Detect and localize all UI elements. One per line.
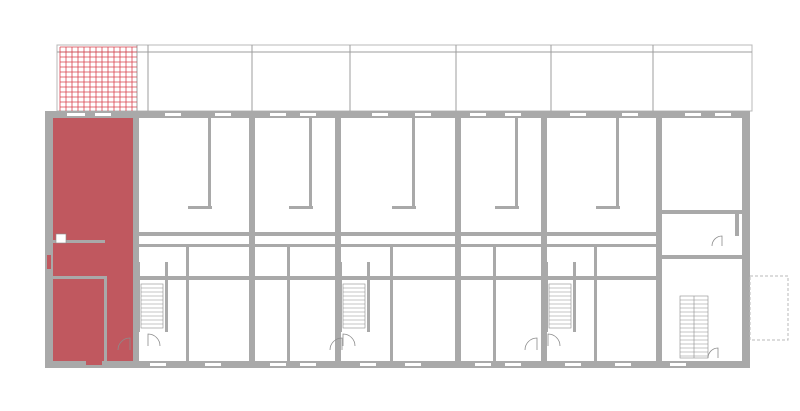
partition (390, 247, 393, 361)
partition (287, 247, 290, 361)
highlighted-balcony-grid (59, 46, 137, 111)
partition (594, 247, 597, 361)
window (505, 113, 521, 116)
window (205, 363, 221, 366)
window (95, 113, 111, 116)
partition (255, 232, 335, 236)
door-swings (117, 333, 561, 351)
partition (392, 206, 416, 209)
window (505, 363, 521, 366)
window (622, 113, 638, 116)
door-swing (117, 337, 131, 351)
window (300, 113, 316, 116)
stair-wall (137, 262, 140, 332)
door-swing (524, 337, 538, 351)
window (300, 363, 316, 366)
door-swing (547, 333, 561, 347)
partition (289, 206, 313, 209)
window (685, 113, 701, 116)
window (215, 113, 231, 116)
party-wall (541, 118, 547, 361)
stairwells (137, 262, 576, 332)
stair-flight (548, 283, 572, 329)
partition (495, 206, 519, 209)
door-swing (147, 333, 161, 347)
stair-flight (140, 283, 164, 329)
partition (547, 276, 656, 280)
partition (412, 118, 415, 208)
party-wall (335, 118, 341, 361)
stair-wall (545, 262, 548, 332)
window (150, 363, 166, 366)
window (475, 363, 491, 366)
partition (596, 206, 620, 209)
window (570, 113, 586, 116)
partition (139, 232, 249, 236)
partition (461, 232, 541, 236)
partition (515, 118, 518, 208)
window (405, 363, 421, 366)
window (565, 363, 581, 366)
partition (547, 244, 656, 247)
partition (188, 206, 212, 209)
partition (547, 232, 656, 236)
balcony-strip (56, 44, 753, 112)
stair-wall (573, 262, 576, 332)
partition (139, 276, 249, 280)
partition (493, 247, 496, 361)
partition (461, 244, 541, 247)
outer-walls (45, 111, 750, 368)
partition (461, 276, 541, 280)
stair-hall (656, 118, 742, 364)
partition (255, 244, 335, 247)
partition (139, 244, 249, 247)
window (67, 113, 85, 116)
window (415, 113, 431, 116)
window (270, 113, 286, 116)
window (670, 363, 686, 366)
partition (341, 232, 455, 236)
window (470, 113, 486, 116)
partition (186, 247, 189, 361)
partition (616, 118, 619, 208)
party-wall (249, 118, 255, 361)
door-swing (329, 337, 343, 351)
window (372, 113, 388, 116)
stair-wall (339, 262, 342, 332)
window (360, 363, 376, 366)
stair-wall (367, 262, 370, 332)
window (270, 363, 286, 366)
partition (341, 244, 455, 247)
highlighted-unit-details (47, 233, 107, 365)
annex-outline (749, 275, 789, 341)
door-swing (342, 333, 356, 347)
party-wall (455, 118, 461, 361)
stair-flight (342, 283, 366, 329)
window (615, 363, 631, 366)
party-wall (133, 118, 139, 361)
partition (255, 276, 335, 280)
partition (341, 276, 455, 280)
window (165, 113, 181, 116)
stair-wall (165, 262, 168, 332)
window (715, 113, 731, 116)
windows (67, 113, 731, 366)
partition (309, 118, 312, 208)
interior-walls (139, 118, 656, 361)
party-walls (133, 118, 547, 361)
partition (208, 118, 211, 208)
